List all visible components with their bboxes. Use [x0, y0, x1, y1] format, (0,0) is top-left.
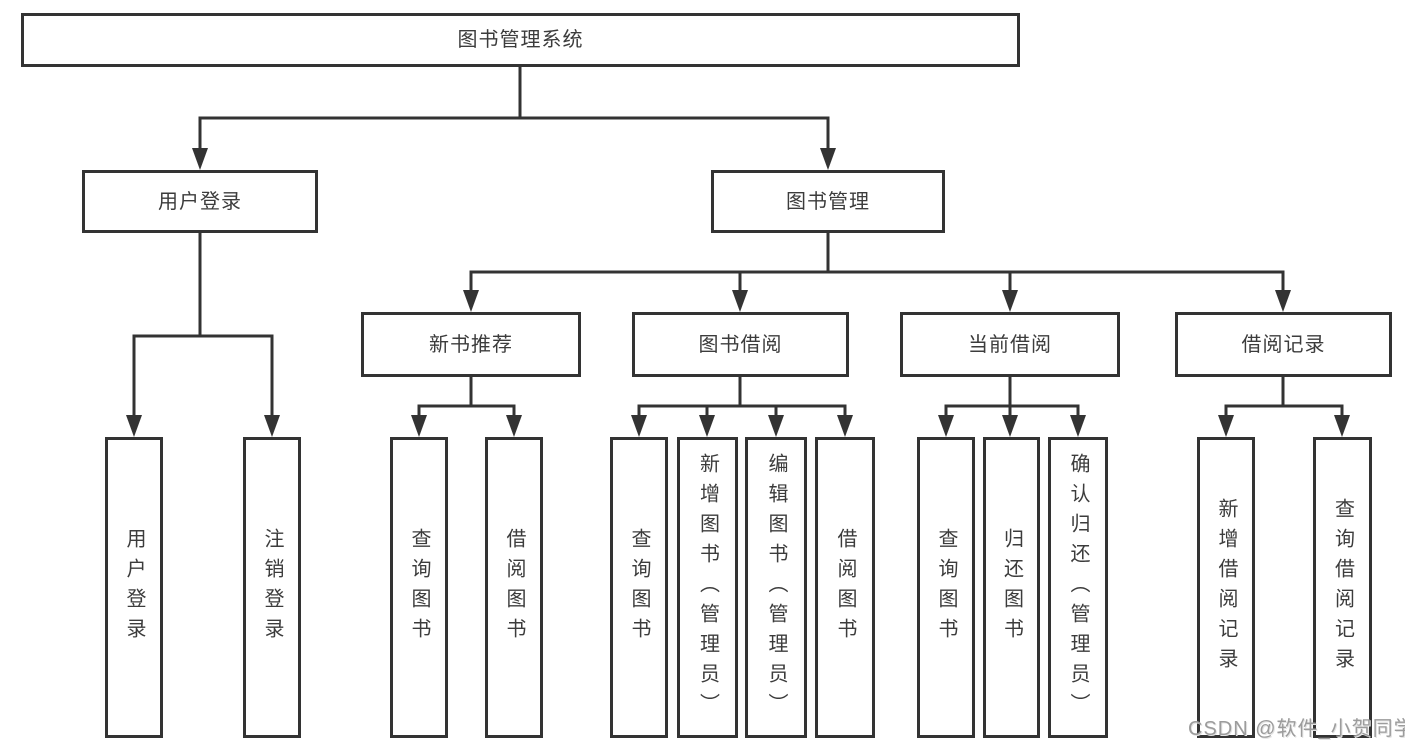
leaf-query-books-2: 查询图书 [610, 437, 668, 738]
leaf-add-borrow-record: 新增借阅记录 [1197, 437, 1255, 738]
arrowhead-icon [1070, 415, 1086, 437]
node-user-login: 用户登录 [82, 170, 318, 233]
node-new-book-recommend: 新书推荐 [361, 312, 581, 377]
arrowhead-icon [506, 415, 522, 437]
leaf-borrow-books-2: 借阅图书 [815, 437, 875, 738]
connector-root-to-level2 [198, 67, 830, 150]
arrowhead-icon [264, 415, 280, 437]
leaf-query-books-1: 查询图书 [390, 437, 448, 738]
connector-book-borrow-to-leaves [637, 377, 847, 418]
node-book-borrowing: 图书借阅 [632, 312, 849, 377]
arrowhead-icon [1218, 415, 1234, 437]
arrowhead-icon [1275, 290, 1291, 312]
leaf-return-books: 归还图书 [983, 437, 1040, 738]
arrowhead-icon [1002, 415, 1018, 437]
arrowhead-icon [820, 148, 836, 170]
connector-user-login-to-leaves [132, 233, 274, 418]
leaf-borrow-books-1: 借阅图书 [485, 437, 543, 738]
leaf-confirm-return-admin: 确认归还（管理员） [1048, 437, 1108, 738]
node-book-management: 图书管理 [711, 170, 945, 233]
leaf-edit-books-admin: 编辑图书（管理员） [745, 437, 807, 738]
node-borrowing-records: 借阅记录 [1175, 312, 1392, 377]
arrowhead-icon [463, 290, 479, 312]
arrowhead-icon [631, 415, 647, 437]
arrowhead-icon [1334, 415, 1350, 437]
leaf-logout: 注销登录 [243, 437, 301, 738]
watermark: CSDN @软件_小贺同学 [1188, 718, 1405, 740]
arrowhead-icon [411, 415, 427, 437]
connector-borrow-records-to-leaves [1224, 377, 1344, 418]
arrowhead-icon [938, 415, 954, 437]
arrowhead-icon [1002, 290, 1018, 312]
arrowhead-icon [732, 290, 748, 312]
connector-book-mgmt-to-level3 [469, 233, 1285, 293]
arrowhead-icon [699, 415, 715, 437]
node-root: 图书管理系统 [21, 13, 1020, 67]
leaf-query-borrow-record: 查询借阅记录 [1313, 437, 1372, 738]
connector-current-borrow-to-leaves [944, 377, 1080, 418]
arrowhead-icon [192, 148, 208, 170]
connector-new-books-to-leaves [417, 377, 516, 418]
arrowhead-icon [126, 415, 142, 437]
leaf-user-login: 用户登录 [105, 437, 163, 738]
node-current-borrowing: 当前借阅 [900, 312, 1120, 377]
arrowhead-icon [768, 415, 784, 437]
leaf-query-books-3: 查询图书 [917, 437, 975, 738]
leaf-add-books-admin: 新增图书（管理员） [677, 437, 738, 738]
arrowhead-icon [837, 415, 853, 437]
